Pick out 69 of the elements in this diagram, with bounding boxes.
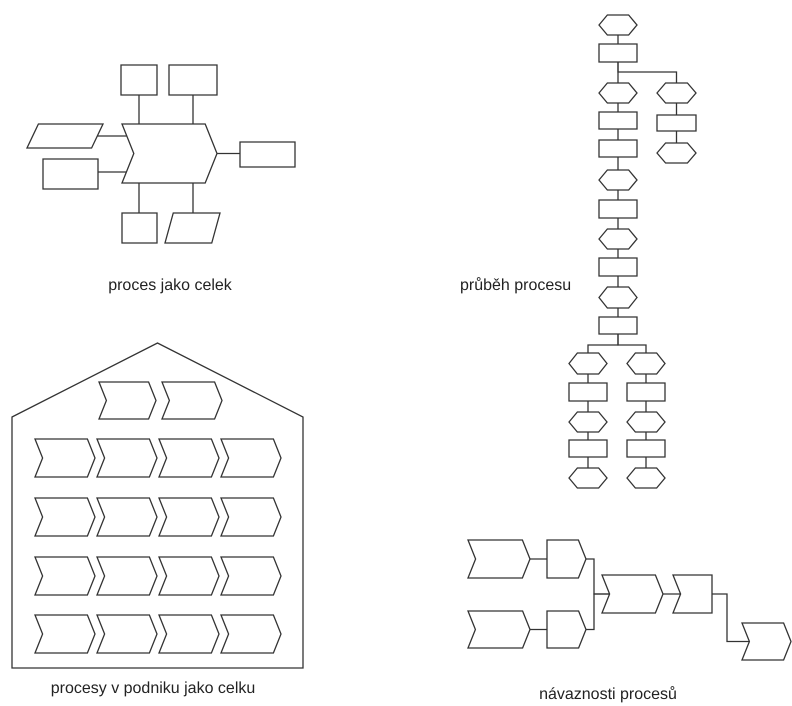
chevron-shape <box>122 124 217 183</box>
rectangle-shape <box>569 383 607 401</box>
chevron-shape <box>468 540 530 578</box>
connector-line <box>712 593 750 642</box>
caption: průběh procesu <box>460 277 572 295</box>
rectangle-shape <box>121 65 157 95</box>
rectangle-shape <box>169 65 217 95</box>
hexagon-shape <box>627 468 665 488</box>
hexagon-shape <box>569 353 607 374</box>
hexagon-shape <box>657 83 696 103</box>
connector-line <box>97 135 127 137</box>
chevron-shape <box>468 611 530 648</box>
chevron-shape <box>742 623 791 660</box>
rectangle-shape <box>599 44 637 62</box>
hexagon-shape <box>599 229 637 249</box>
rectangle-shape <box>240 142 295 167</box>
connector-line <box>663 593 681 595</box>
connector-line <box>617 276 619 287</box>
connector-line <box>617 157 619 170</box>
connector-line <box>587 457 589 468</box>
chevron-shape <box>602 575 663 613</box>
connector-line <box>192 183 194 213</box>
connector-line <box>676 131 678 143</box>
house-outline <box>12 343 303 668</box>
rectangle-shape <box>599 258 637 276</box>
rectangle-shape <box>657 115 696 131</box>
hexagon-shape <box>569 412 607 432</box>
connector-line <box>138 183 140 213</box>
rectangle-shape <box>599 317 637 334</box>
hexagon-shape <box>599 15 637 35</box>
connector-line <box>138 95 140 124</box>
rectangle-shape <box>599 140 637 157</box>
connector-line <box>98 171 126 173</box>
connector-line <box>645 401 647 412</box>
pentagon-arrow-shape <box>547 611 586 648</box>
rectangle-shape <box>599 112 637 129</box>
connector-line <box>617 334 647 353</box>
connector-line <box>645 457 647 468</box>
pentagon-arrow-shape <box>547 540 586 578</box>
connector-line <box>617 218 619 229</box>
hexagon-shape <box>657 143 696 163</box>
connector-line <box>587 401 589 412</box>
hexagon-shape <box>569 468 607 488</box>
connector-line <box>586 593 610 630</box>
caption: návaznosti procesů <box>539 686 677 704</box>
connector-line <box>617 190 619 200</box>
hexagon-shape <box>599 287 637 308</box>
parallelogram-shape <box>165 213 220 243</box>
rectangle-shape <box>43 159 98 189</box>
connector-line <box>617 129 619 140</box>
caption: proces jako celek <box>108 277 232 295</box>
hexagon-shape <box>599 83 637 103</box>
connector-line <box>192 95 194 124</box>
rectangle-shape <box>569 440 607 457</box>
connector-line <box>530 628 547 630</box>
connector-line <box>217 152 240 154</box>
hexagon-shape <box>599 170 637 190</box>
connector-line <box>676 103 678 115</box>
parallelogram-shape <box>27 124 103 148</box>
chevron-shape <box>673 575 712 613</box>
rectangle-shape <box>599 200 637 218</box>
rectangle-shape <box>627 440 665 457</box>
hexagon-shape <box>627 353 665 374</box>
rectangle-shape <box>627 383 665 401</box>
connector-line <box>617 62 678 83</box>
rectangle-shape <box>122 213 157 243</box>
caption: procesy v podniku jako celku <box>50 680 256 698</box>
connector-line <box>530 558 547 560</box>
hexagon-shape <box>627 412 665 432</box>
